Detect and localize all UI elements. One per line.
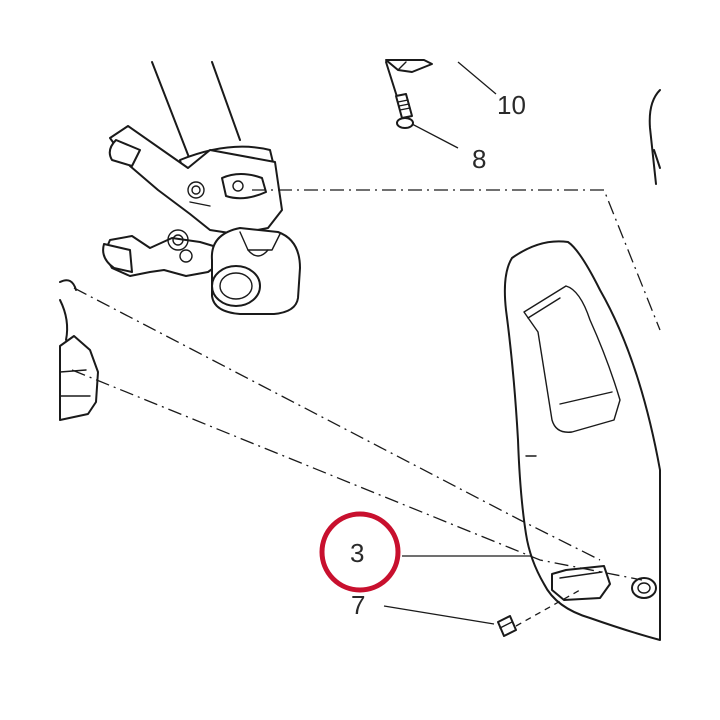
cover-panel-part-3: [503, 240, 661, 641]
top-bracket-part-10: [385, 59, 433, 73]
right-partial-part: [648, 89, 661, 185]
callout-leaders: [383, 61, 532, 625]
screw-part-8: [385, 61, 414, 129]
seatpost-clamp-assembly: [102, 61, 301, 315]
highlight-ring: [319, 511, 401, 593]
assembly-guide-lines: [71, 189, 661, 627]
left-partial-housing: [59, 279, 99, 421]
screw-part-7: [497, 615, 517, 637]
callout-8: 8: [472, 144, 486, 174]
callout-7: 7: [351, 590, 365, 620]
callout-10: 10: [497, 90, 526, 120]
callout-3: 3: [350, 538, 364, 568]
